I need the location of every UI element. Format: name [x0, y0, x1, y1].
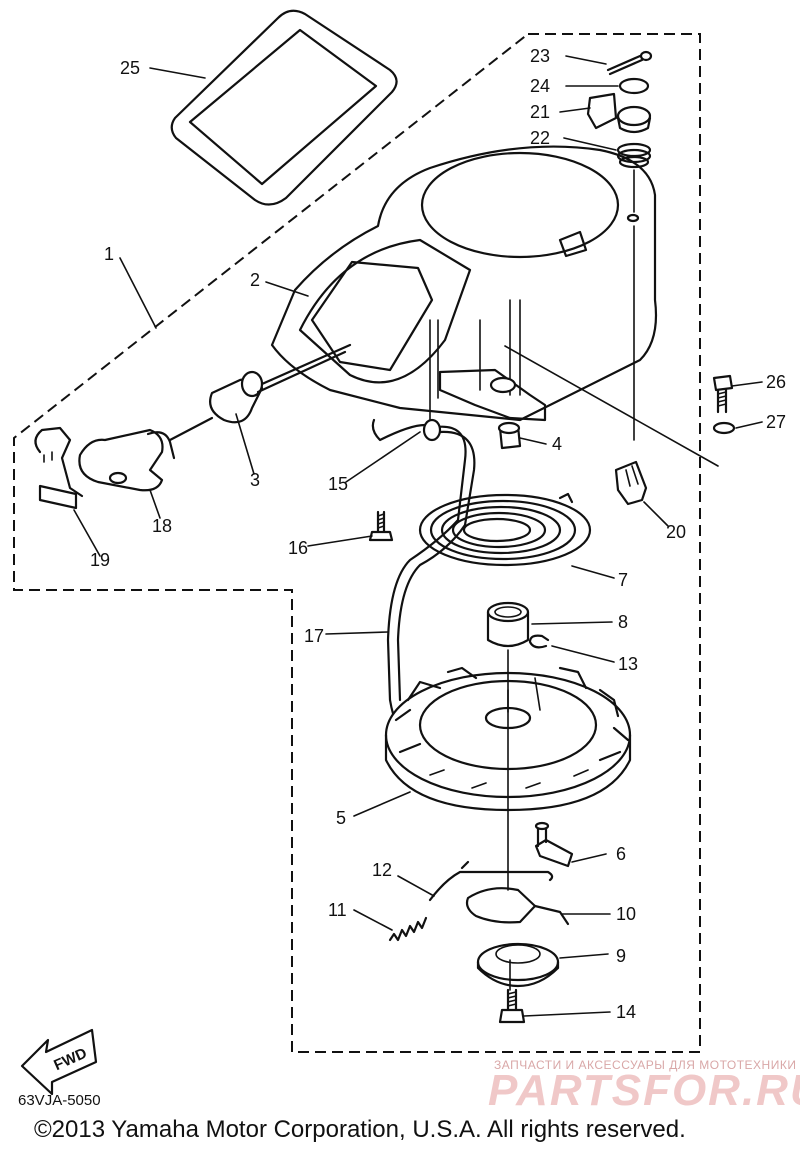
part-27-washer [712, 421, 736, 435]
callout-7: 7 [618, 570, 628, 590]
part-23-cotter-pin [606, 50, 653, 76]
catalog-code: 63VJA-5050 [18, 1092, 101, 1109]
callout-21: 21 [530, 102, 550, 122]
callout-14: 14 [616, 1002, 636, 1022]
callout-11: 11 [328, 900, 347, 920]
part-18-handle [78, 416, 214, 492]
part-6-pawl [534, 821, 574, 868]
callout-20: 20 [666, 522, 686, 542]
fwd-arrow-icon: FWD [20, 1028, 98, 1096]
callout-8: 8 [618, 612, 628, 632]
watermark-tagline: ЗАПЧАСТИ И АКСЕССУАРЫ ДЛЯ МОТОТЕХНИКИ [494, 1058, 797, 1072]
callout-2: 2 [250, 270, 260, 290]
callout-1: 1 [104, 244, 114, 264]
callout-numbers: 25 1 2 3 4 15 18 19 16 17 7 8 13 5 6 12 … [90, 46, 786, 1022]
part-2-cover-housing [270, 145, 658, 422]
callout-17: 17 [304, 626, 324, 646]
watermark-brand: PARTSFOR.RU [488, 1066, 800, 1115]
callout-15: 15 [328, 474, 348, 494]
part-3-grommet [209, 343, 352, 424]
leader-lines [73, 55, 763, 1017]
callout-27: 27 [766, 412, 786, 432]
assembly-boundary [13, 33, 701, 1053]
part-14-bolt [498, 988, 526, 1024]
callout-10: 10 [616, 904, 636, 924]
part-12-pin [428, 860, 554, 902]
part-21-lever-and-cap [586, 92, 652, 134]
callout-13: 13 [618, 654, 638, 674]
callout-6: 6 [616, 844, 626, 864]
linkage-line [504, 345, 719, 467]
callout-23: 23 [530, 46, 550, 66]
callout-18: 18 [152, 516, 172, 536]
part-10-guide-plate [465, 887, 570, 926]
callout-16: 16 [288, 538, 308, 558]
callout-5: 5 [336, 808, 346, 828]
callout-19: 19 [90, 550, 110, 570]
centre-line [507, 649, 511, 991]
part-25-gasket [170, 9, 398, 206]
callout-4: 4 [552, 434, 562, 454]
part-4-collar [497, 421, 522, 450]
callout-3: 3 [250, 470, 260, 490]
part-20-stopper [614, 460, 648, 506]
callout-22: 22 [530, 128, 550, 148]
callout-26: 26 [766, 372, 786, 392]
callout-24: 24 [530, 76, 550, 96]
part-16-bolt [368, 510, 394, 542]
copyright-notice: ©2013 Yamaha Motor Corporation, U.S.A. A… [34, 1116, 686, 1143]
callout-9: 9 [616, 946, 626, 966]
part-22-spring [616, 142, 652, 169]
part-17-cable [371, 418, 476, 747]
part-7-recoil-spring [418, 492, 592, 567]
part-11-spring [388, 916, 428, 942]
callout-12: 12 [372, 860, 392, 880]
part-26-bolt [712, 374, 734, 414]
part-9-drive-plate [476, 942, 560, 988]
callout-25: 25 [120, 58, 140, 78]
part-24-washer [618, 77, 650, 95]
part-13-circlip [528, 634, 550, 649]
part-8-bushing [486, 601, 530, 648]
pin-hole [626, 213, 640, 223]
part-19-clip [34, 426, 84, 510]
